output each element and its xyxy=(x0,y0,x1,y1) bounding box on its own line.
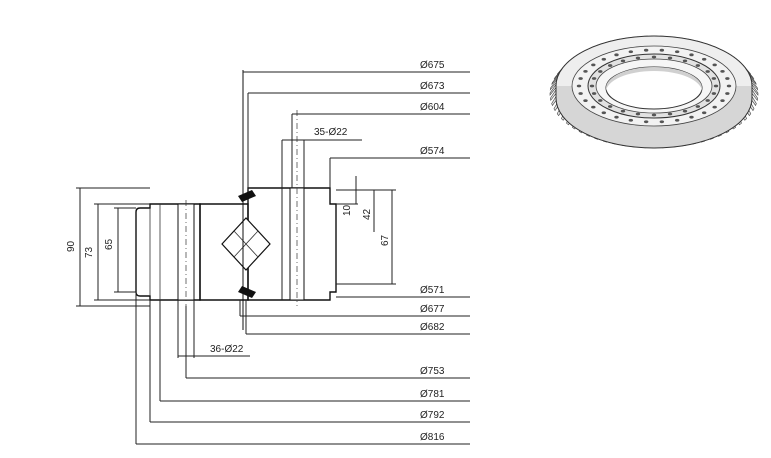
right-dimensions: Ø675 Ø673 Ø604 35-Ø22 Ø574 Ø571 Ø677 Ø68… xyxy=(239,60,470,335)
dim-d675: Ø675 xyxy=(420,60,445,71)
bolt-hole xyxy=(713,84,719,88)
bolt-hole xyxy=(682,109,688,113)
dim-d816: Ø816 xyxy=(420,432,445,443)
bolt-hole xyxy=(591,92,597,95)
bolt-hole xyxy=(614,53,619,57)
bolt-hole xyxy=(720,99,725,103)
bolt-hole xyxy=(620,109,626,113)
bolt-hole xyxy=(701,111,707,115)
bolt-hole xyxy=(659,120,665,124)
dim-d571: Ø571 xyxy=(420,285,445,296)
bolt-hole xyxy=(667,56,673,60)
bolt-hole xyxy=(598,70,603,73)
inner-ring-section xyxy=(247,110,337,306)
dim-d673: Ø673 xyxy=(420,81,445,92)
bolt-hole xyxy=(701,57,707,61)
outer-ring-section xyxy=(135,200,249,306)
bolt-hole xyxy=(725,77,730,80)
dim-h90: 90 xyxy=(66,240,77,252)
dim-d753: Ø753 xyxy=(420,366,445,377)
bolt-hole xyxy=(607,105,613,108)
bolt-hole xyxy=(705,99,710,102)
bolt-hole xyxy=(589,84,595,88)
bearing-3d-render xyxy=(549,35,759,149)
bolt-hole xyxy=(695,64,701,67)
bolt-hole xyxy=(674,50,680,54)
bolt-hole xyxy=(643,120,649,124)
bolt-hole xyxy=(635,56,641,60)
bolt-hole xyxy=(635,112,641,116)
left-height-dimensions: 90 73 65 xyxy=(66,187,150,307)
dim-36-d22: 36-Ø22 xyxy=(210,344,244,355)
bolt-hole xyxy=(651,113,657,117)
bolt-hole xyxy=(598,99,603,102)
bolt-hole xyxy=(628,118,634,122)
bolt-hole xyxy=(576,84,582,88)
bolt-hole xyxy=(711,92,717,95)
bolt-hole xyxy=(695,105,701,108)
bolt-hole xyxy=(583,69,588,73)
dim-h67: 67 xyxy=(380,234,391,246)
bolt-hole xyxy=(620,59,626,63)
bolt-hole xyxy=(601,57,607,61)
inner-height-dimensions: 10 42 67 xyxy=(336,176,396,285)
dim-d792: Ø792 xyxy=(420,410,445,421)
bolt-hole xyxy=(583,99,588,103)
bolt-hole xyxy=(682,59,688,63)
dim-d574: Ø574 xyxy=(420,146,445,157)
bolt-hole xyxy=(667,112,673,116)
bolt-hole xyxy=(607,64,613,67)
dim-d604: Ø604 xyxy=(420,102,445,113)
dim-h42: 42 xyxy=(362,208,373,220)
bolt-hole xyxy=(689,115,694,119)
bolt-hole xyxy=(601,111,607,115)
bolt-hole xyxy=(651,55,657,59)
bolt-hole xyxy=(591,63,596,67)
dim-h10: 10 xyxy=(342,204,353,216)
bolt-hole xyxy=(614,115,619,119)
bolt-hole xyxy=(591,77,597,80)
bolt-hole xyxy=(689,53,694,57)
bolt-hole xyxy=(643,48,649,52)
bottom-dimensions: Ø753 Ø781 Ø792 Ø816 xyxy=(135,292,470,445)
bolt-hole xyxy=(712,105,717,109)
bolt-hole xyxy=(711,77,717,80)
bolt-hole xyxy=(674,118,680,122)
dim-d677: Ø677 xyxy=(420,304,445,315)
bolt-hole xyxy=(705,70,710,73)
bolt-hole xyxy=(628,50,634,54)
bolt-hole xyxy=(578,92,583,95)
bolt-hole xyxy=(591,105,596,109)
outer-hole-dimension: 36-Ø22 xyxy=(177,300,250,358)
bolt-hole xyxy=(725,92,730,95)
dim-d781: Ø781 xyxy=(420,389,445,400)
bolt-hole xyxy=(712,63,717,67)
dim-d682: Ø682 xyxy=(420,322,445,333)
dim-h73: 73 xyxy=(84,246,95,258)
bolt-hole xyxy=(659,48,665,52)
bolt-hole xyxy=(720,69,725,73)
roller-raceway xyxy=(221,190,271,298)
bolt-hole xyxy=(726,84,732,88)
bolt-hole xyxy=(578,77,583,80)
dim-35-d22: 35-Ø22 xyxy=(314,127,348,138)
dim-h65: 65 xyxy=(104,238,115,250)
